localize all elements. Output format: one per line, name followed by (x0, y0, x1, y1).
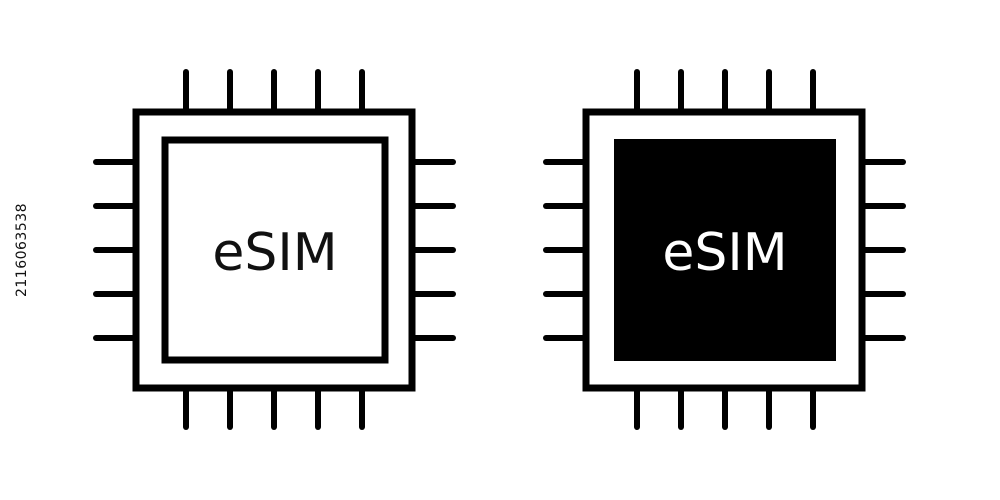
esim-filled-label: eSIM (662, 223, 787, 283)
esim-outline-chip-icon: eSIM (93, 69, 456, 430)
right-pins (409, 159, 456, 341)
bottom-pins (634, 386, 816, 430)
left-pins (543, 159, 589, 341)
bottom-pins (183, 386, 365, 430)
esim-filled-chip-icon: eSIM (543, 69, 906, 430)
right-pins (859, 159, 906, 341)
left-pins (93, 159, 139, 341)
esim-outline-label: eSIM (212, 223, 337, 283)
chip-inner-die (161, 136, 389, 364)
chip-inner-die-filled (614, 139, 836, 361)
top-pins (634, 69, 816, 112)
top-pins (183, 69, 365, 112)
